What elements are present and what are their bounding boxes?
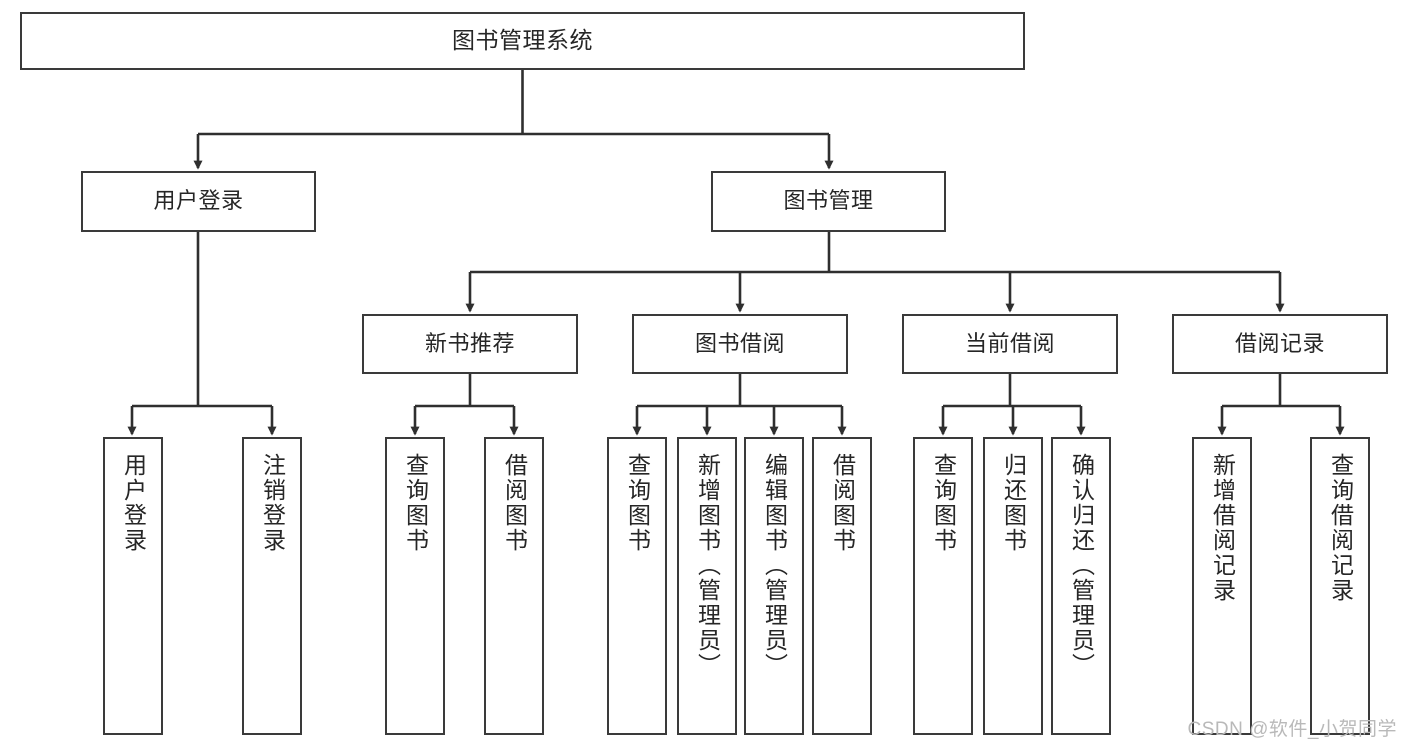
- node-book-borrow[interactable]: 图书借阅: [632, 314, 848, 374]
- node-label: 新增图书（管理员）: [694, 453, 721, 678]
- node-leaf-user-login[interactable]: 用户登录: [103, 437, 163, 735]
- node-leaf-confirm-return[interactable]: 确认归还（管理员）: [1051, 437, 1111, 735]
- node-label: 编辑图书（管理员）: [761, 453, 788, 678]
- node-label: 图书管理系统: [452, 27, 593, 54]
- node-label: 用户登录: [120, 453, 147, 553]
- node-leaf-return-book[interactable]: 归还图书: [983, 437, 1043, 735]
- node-label: 当前借阅: [964, 330, 1055, 356]
- node-label: 确认归还（管理员）: [1068, 453, 1095, 678]
- node-new-book-recommend[interactable]: 新书推荐: [362, 314, 578, 374]
- node-borrow-record[interactable]: 借阅记录: [1172, 314, 1388, 374]
- node-leaf-query-record[interactable]: 查询借阅记录: [1310, 437, 1370, 735]
- node-user-login[interactable]: 用户登录: [81, 171, 316, 232]
- node-label: 借阅图书: [829, 453, 856, 553]
- node-leaf-query-book-1[interactable]: 查询图书: [385, 437, 445, 735]
- node-label: 查询借阅记录: [1327, 453, 1354, 603]
- node-leaf-add-record[interactable]: 新增借阅记录: [1192, 437, 1252, 735]
- node-book-manage[interactable]: 图书管理: [711, 171, 946, 232]
- node-label: 查询图书: [402, 453, 429, 553]
- node-leaf-query-book-2[interactable]: 查询图书: [607, 437, 667, 735]
- watermark-text: CSDN @软件_小贺同学: [1187, 719, 1397, 740]
- node-leaf-add-book[interactable]: 新增图书（管理员）: [677, 437, 737, 735]
- node-leaf-logout-login[interactable]: 注销登录: [242, 437, 302, 735]
- node-label: 查询图书: [930, 453, 957, 553]
- node-label: 新书推荐: [424, 330, 515, 356]
- node-label: 注销登录: [259, 453, 286, 553]
- node-label: 归还图书: [1000, 453, 1027, 553]
- node-label: 图书借阅: [694, 330, 785, 356]
- node-root-system[interactable]: 图书管理系统: [20, 12, 1025, 70]
- node-label: 查询图书: [624, 453, 651, 553]
- node-leaf-borrow-book-1[interactable]: 借阅图书: [484, 437, 544, 735]
- node-label: 新增借阅记录: [1209, 453, 1236, 603]
- node-current-borrow[interactable]: 当前借阅: [902, 314, 1118, 374]
- node-leaf-edit-book[interactable]: 编辑图书（管理员）: [744, 437, 804, 735]
- node-label: 借阅图书: [501, 453, 528, 553]
- node-leaf-query-book-3[interactable]: 查询图书: [913, 437, 973, 735]
- node-label: 图书管理: [783, 188, 874, 214]
- node-label: 借阅记录: [1234, 330, 1325, 356]
- node-leaf-borrow-book-2[interactable]: 借阅图书: [812, 437, 872, 735]
- node-label: 用户登录: [153, 188, 244, 214]
